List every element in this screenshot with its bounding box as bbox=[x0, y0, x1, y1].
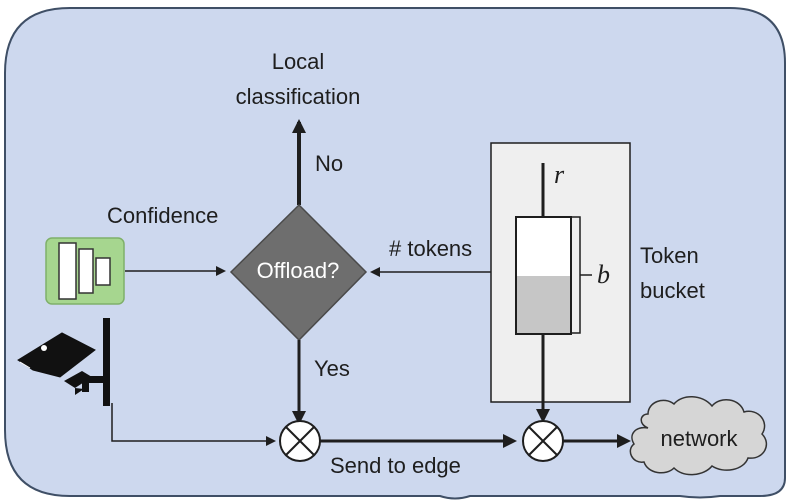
security-camera-icon bbox=[17, 318, 110, 406]
rate-symbol: r bbox=[554, 160, 565, 189]
yes-label: Yes bbox=[314, 356, 350, 381]
no-label: No bbox=[315, 151, 344, 176]
send-to-edge-label: Send to edge bbox=[330, 453, 461, 478]
token-label-line1: Token bbox=[640, 243, 699, 268]
bucket-size-bracket bbox=[572, 216, 592, 334]
multiply-circle-icon bbox=[522, 420, 564, 462]
confidence-label: Confidence bbox=[107, 203, 219, 228]
bucket-tokens-fill bbox=[517, 276, 570, 333]
cloud-icon bbox=[629, 396, 768, 476]
token-label-line2: bucket bbox=[640, 278, 705, 303]
tokens-label: # tokens bbox=[389, 236, 473, 261]
multiply-circle-icon bbox=[279, 420, 321, 462]
network-label: network bbox=[660, 426, 738, 451]
camera-feed-line bbox=[111, 403, 276, 446]
offload-label: Offload? bbox=[256, 258, 340, 283]
neural-network-model-icon bbox=[45, 237, 125, 305]
local-classification-line2: classification bbox=[235, 84, 361, 109]
bucket-size-symbol: b bbox=[597, 260, 610, 289]
local-classification-line1: Local bbox=[271, 49, 325, 74]
